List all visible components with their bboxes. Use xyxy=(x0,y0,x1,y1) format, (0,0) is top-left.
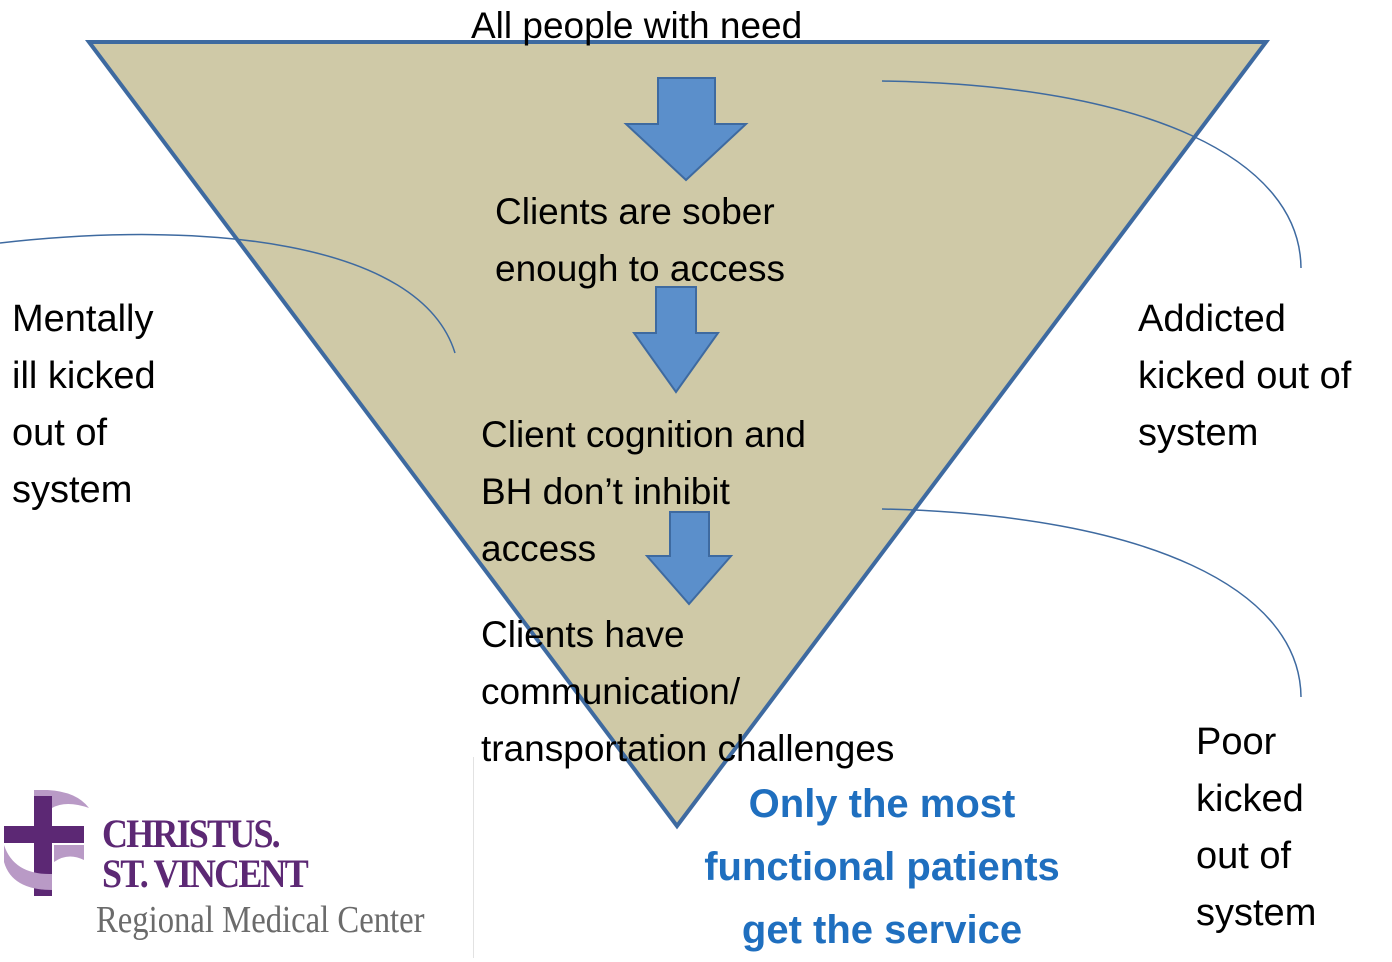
logo-cross-icon xyxy=(4,790,89,896)
callout-addicted: Addicted kicked out of system xyxy=(1138,291,1351,462)
label-line: Clients are sober xyxy=(495,191,775,232)
callout-poor: Poor kicked out of system xyxy=(1196,714,1316,942)
funnel-level-label: Client cognition and BH don’t inhibit ac… xyxy=(481,406,806,577)
down-arrow-icon xyxy=(632,286,720,394)
callout-line-text: Poor xyxy=(1196,721,1277,763)
label-line: All people with need xyxy=(471,5,803,46)
label-line: transportation challenges xyxy=(481,728,895,769)
christus-logo: CHRISTUS. ST. VINCENT Regional Medical C… xyxy=(4,790,464,950)
funnel-level-label: Clients have communication/ transportati… xyxy=(481,606,894,777)
funnel-triangle xyxy=(85,40,1271,830)
callout-line-text: Addicted xyxy=(1138,298,1286,340)
logo-line-2: ST. VINCENT xyxy=(102,851,309,896)
callout-line-text: kicked xyxy=(1196,778,1304,820)
logo-line-3: Regional Medical Center xyxy=(96,899,425,941)
callout-line-text: Mentally xyxy=(12,298,154,340)
callout-line-text: kicked out of xyxy=(1138,355,1352,397)
callout-mentally-ill: Mentally ill kicked out of system xyxy=(12,291,156,519)
label-line: Client cognition and xyxy=(481,414,806,455)
callout-line-text: system xyxy=(1138,412,1259,454)
callout-line-text: system xyxy=(1196,892,1317,934)
down-arrow-icon xyxy=(623,77,749,182)
funnel-level-label: Clients are sober enough to access xyxy=(495,183,785,297)
callout-line-text: ill kicked xyxy=(12,355,156,397)
conclusion-line: Only the most xyxy=(748,782,1016,826)
funnel-level-label: All people with need xyxy=(471,0,802,54)
label-line: access xyxy=(481,528,597,569)
conclusion-line: get the service xyxy=(741,908,1023,952)
callout-line-poor xyxy=(881,508,1302,698)
down-arrow-icon xyxy=(644,511,734,606)
divider xyxy=(473,757,474,958)
logo-line-1: CHRISTUS. xyxy=(102,811,281,856)
callout-line-text: system xyxy=(12,469,133,511)
callout-line-mentally-ill xyxy=(0,233,456,354)
label-line: communication/ xyxy=(481,671,741,712)
callout-line-text: out of xyxy=(1196,835,1292,877)
callout-line-addicted xyxy=(881,80,1302,269)
conclusion-line: functional patients xyxy=(704,845,1060,889)
conclusion-text: Only the most functional patients get th… xyxy=(660,773,1104,962)
label-line: BH don’t inhibit xyxy=(481,471,730,512)
label-line: Clients have xyxy=(481,614,685,655)
callout-line-text: out of xyxy=(12,412,108,454)
label-line: enough to access xyxy=(495,248,786,289)
